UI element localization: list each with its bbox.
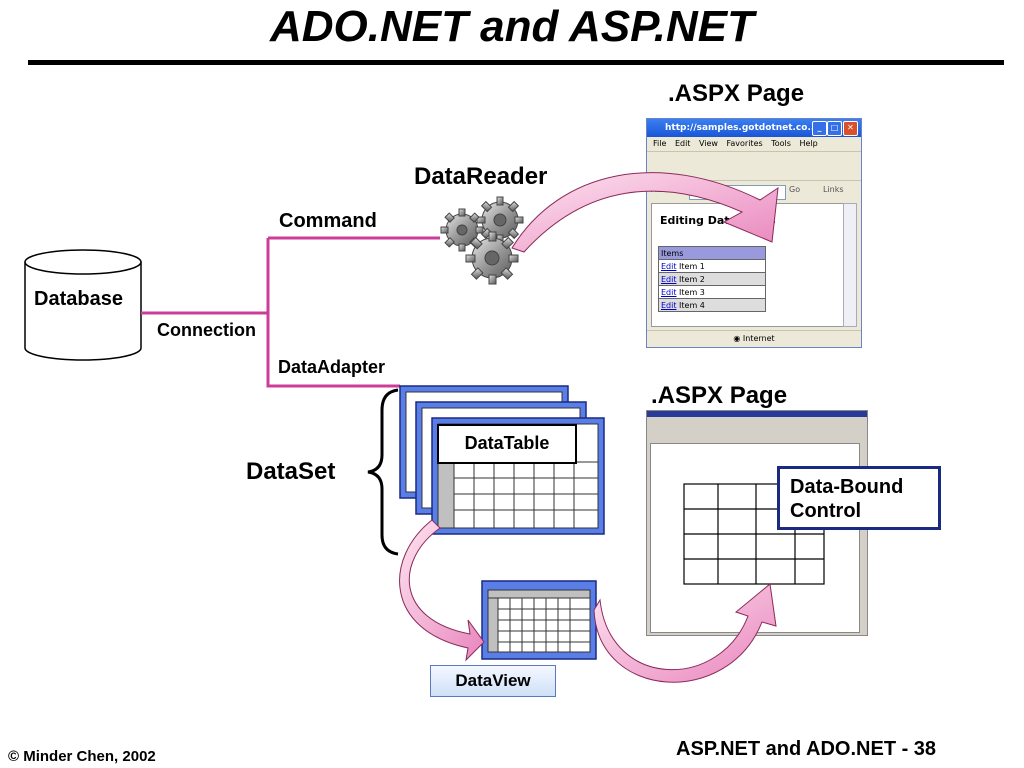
dataview-to-grid-arrow	[593, 583, 777, 683]
connection-lines	[141, 236, 440, 388]
gears-icon	[440, 196, 524, 285]
dataview-label: DataView	[430, 665, 556, 697]
browser-toolbar	[647, 151, 861, 180]
database-cylinder-icon	[24, 249, 142, 361]
go-button[interactable]: Go	[789, 185, 801, 194]
row-label: Item 1	[679, 261, 705, 271]
title-divider	[28, 60, 1004, 65]
menu-favorites[interactable]: Favorites	[726, 139, 763, 148]
table-row: Edit Item 4	[658, 298, 766, 312]
aspx-page-label-top: .ASPX Page	[668, 80, 805, 107]
links-label[interactable]: Links	[823, 185, 844, 194]
menu-edit[interactable]: Edit	[674, 139, 691, 148]
edit-link[interactable]: Edit	[661, 261, 677, 271]
dataset-to-dataview-arrow	[399, 519, 485, 662]
menu-tools[interactable]: Tools	[771, 139, 791, 148]
menu-help[interactable]: Help	[799, 139, 818, 148]
datatable-label: DataTable	[437, 424, 577, 464]
row-label: Item 2	[679, 274, 705, 284]
connection-label: Connection	[157, 320, 256, 340]
datareader-label: DataReader	[414, 163, 548, 190]
menu-file[interactable]: File	[653, 139, 667, 148]
maximize-icon[interactable]: □	[827, 121, 842, 136]
brace-icon	[367, 388, 399, 556]
aspx-page-label-bottom: .ASPX Page	[651, 382, 788, 409]
slide-title: ADO.NET and ASP.NET	[269, 2, 755, 51]
edit-link[interactable]: Edit	[661, 287, 677, 297]
dataview-table	[481, 580, 597, 660]
dataset-label: DataSet	[246, 458, 336, 485]
status-text: Internet	[742, 334, 775, 343]
datareader-to-page-arrow	[511, 172, 779, 253]
edit-link[interactable]: Edit	[661, 300, 677, 310]
command-label: Command	[279, 210, 377, 232]
footer-slide-number: ASP.NET and ADO.NET - 38	[676, 738, 937, 760]
browser-title: http://samples.gotdotnet.co...	[665, 123, 818, 133]
browser-titlebar: http://samples.gotdotnet.co... _ □ ✕	[647, 119, 861, 137]
row-label: Item 4	[679, 300, 705, 310]
internet-globe-icon: ◉	[733, 334, 741, 343]
scrollbar[interactable]	[843, 203, 857, 327]
browser-menubar: File Edit View Favorites Tools Help	[647, 137, 861, 151]
close-icon[interactable]: ✕	[843, 121, 858, 136]
dataadapter-label: DataAdapter	[278, 357, 386, 377]
database-label: Database	[34, 288, 123, 310]
menu-view[interactable]: View	[698, 139, 718, 148]
minimize-icon[interactable]: _	[812, 121, 827, 136]
items-table: Items Edit Item 1 Edit Item 2 Edit Item …	[658, 246, 766, 312]
row-label: Item 3	[679, 287, 705, 297]
edit-link[interactable]: Edit	[661, 274, 677, 284]
status-bar: ◉ Internet	[647, 330, 861, 347]
footer-copyright: © Minder Chen, 2002	[8, 748, 156, 765]
table-row: Edit Item 2	[658, 272, 766, 286]
databound-control-label: Data-Bound Control	[777, 466, 941, 530]
